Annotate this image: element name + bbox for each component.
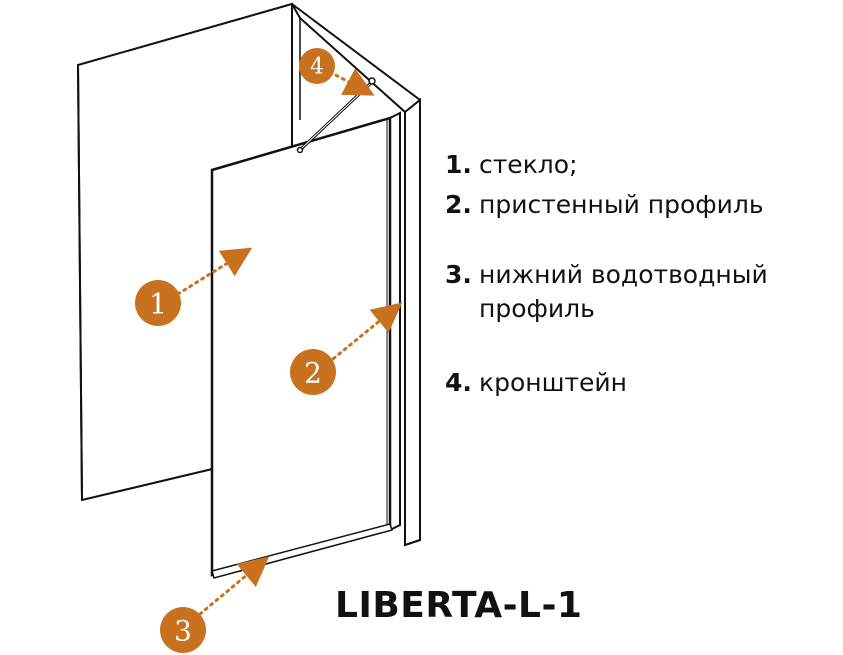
legend-text: стекло; [479,150,578,179]
wall-profile [389,111,401,532]
legend-number: 2. [445,190,472,219]
side-wall-front-edge [404,97,421,547]
legend-item-bottom-profile: 3.нижний водотводный профиль [445,258,779,326]
bracket-glass-clamp [296,146,304,154]
callout-4-number: 4 [310,55,324,80]
callout-3-number: 3 [174,615,192,648]
back-wall-edge [77,64,83,501]
callout-3: 3 [160,607,206,653]
callout-3-arrow [198,556,270,616]
callout-4-arrow [328,68,375,96]
callout-1: 1 [135,280,181,326]
callout-1-arrow [176,247,253,296]
legend-item-bracket: 4.кронштейн [445,366,809,400]
legend-text: пристенный профиль [479,190,764,219]
callout-2: 2 [290,349,336,395]
legend-text: нижний водотводный профиль [479,260,768,323]
legend-item-glass: 1.стекло; [445,148,809,182]
legend-number: 1. [445,150,472,179]
legend-number: 3. [445,260,472,289]
bracket-wall-mount [368,77,376,85]
callout-2-arrow [326,302,403,365]
callout-2-number: 2 [304,357,322,390]
callout-1-number: 1 [149,288,167,321]
legend-text: кронштейн [479,368,628,397]
callout-4: 4 [299,48,335,84]
glass-panel [210,116,392,577]
legend-item-wall-profile: 2.пристенный профиль [445,188,809,222]
legend-number: 4. [445,368,472,397]
model-name: LIBERTA-L-1 [335,585,583,626]
